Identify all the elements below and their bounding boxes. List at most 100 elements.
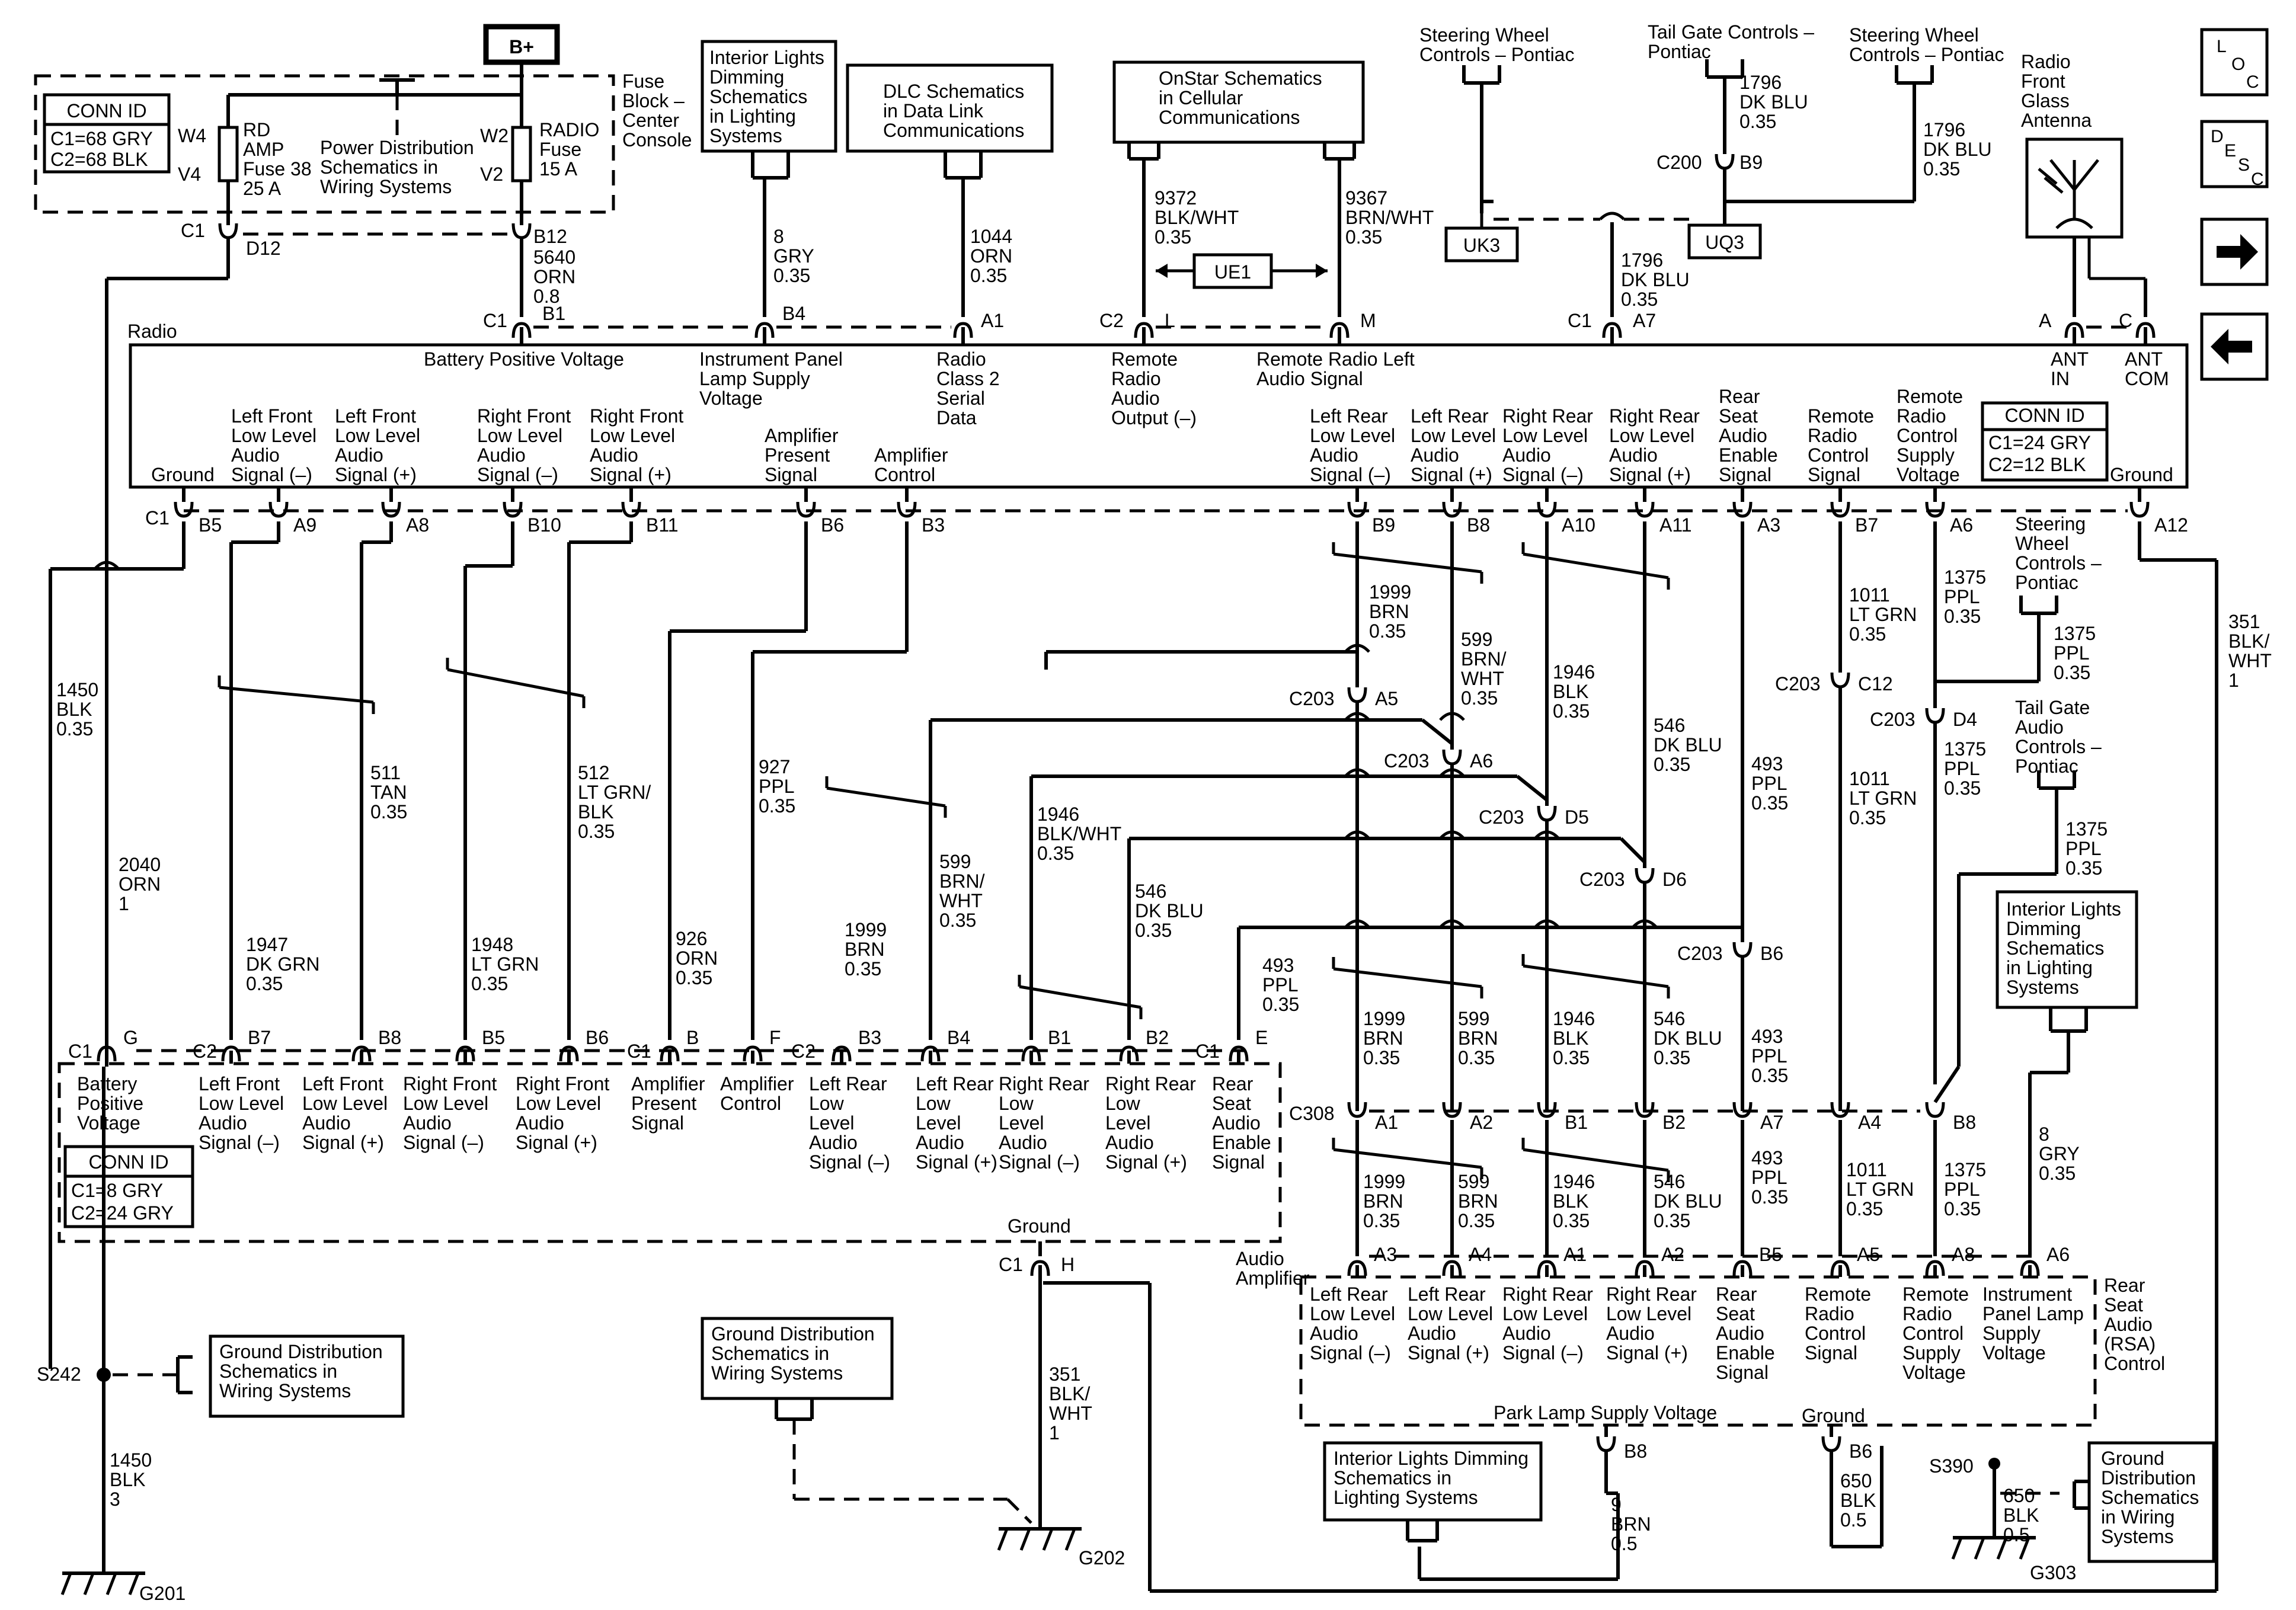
radio-pin	[504, 502, 521, 516]
battery-source-box	[483, 24, 560, 65]
svg-text:C2=24 GRY: C2=24 GRY	[71, 1202, 174, 1224]
svg-text:D6: D6	[1662, 869, 1687, 890]
c308-pin-label: A1	[1375, 1112, 1398, 1133]
svg-text:A: A	[2039, 310, 2052, 331]
svg-text:H: H	[1061, 1254, 1075, 1275]
next-arrow-button[interactable]	[2200, 217, 2269, 286]
radio-terminal-0: Ground	[151, 464, 215, 485]
radio-pin-label: B9	[1372, 514, 1395, 536]
radio-pin	[1444, 502, 1460, 516]
svg-text:M: M	[1360, 310, 1376, 331]
amp-pin-label: G	[123, 1027, 138, 1048]
svg-text:Battery Positive Voltage: Battery Positive Voltage	[424, 348, 624, 370]
svg-text:C1: C1	[1568, 310, 1592, 331]
svg-text:C1: C1	[999, 1254, 1023, 1275]
c308-pin-label: B8	[1953, 1112, 1976, 1133]
battery-positive-label: B+	[509, 36, 534, 57]
fuse-conn-id: CONN ID C1=68 GRY C2=68 BLK	[43, 93, 171, 174]
c308-pin-label: A4	[1858, 1112, 1881, 1133]
description-button[interactable]: D E S C	[2200, 120, 2269, 189]
svg-text:C2: C2	[791, 1041, 816, 1062]
svg-text:C203: C203	[1775, 673, 1821, 694]
radio-pin-label: B11	[646, 514, 679, 536]
svg-text:A6: A6	[1470, 750, 1493, 772]
svg-text:CONN ID: CONN ID	[88, 1151, 168, 1173]
svg-text:S242: S242	[37, 1363, 81, 1385]
amp-pin-label: F	[769, 1027, 781, 1048]
radio-pin-label: B6	[821, 514, 844, 536]
svg-text:C1: C1	[68, 1041, 92, 1062]
rsa-pin-label: A1	[1563, 1244, 1587, 1265]
radio-pin	[898, 502, 915, 516]
radio-pin-label: B10	[527, 514, 561, 536]
previous-arrow-button[interactable]	[2200, 312, 2269, 381]
svg-text:V4: V4	[178, 164, 201, 185]
svg-text:C308: C308	[1289, 1103, 1335, 1124]
amp-pin-label: B1	[1048, 1027, 1071, 1048]
amp-conn-id: CONN ID C1=8 GRY C2=24 GRY	[63, 1145, 194, 1228]
radio-pin-label: A10	[1562, 514, 1595, 536]
c308-pin-label: B2	[1662, 1112, 1686, 1133]
radio-pin	[2131, 502, 2148, 516]
svg-text:C1=68 GRY: C1=68 GRY	[50, 128, 153, 149]
front-glass-antenna	[2025, 137, 2147, 317]
svg-text:B4: B4	[782, 303, 805, 324]
ref-tgc1: Tail Gate Controls –Pontiac	[1648, 21, 1814, 62]
radio-terminal-14: Ground	[2110, 464, 2173, 485]
svg-text:V2: V2	[480, 164, 503, 185]
svg-text:D: D	[2211, 127, 2224, 146]
amp-pin-label: B	[686, 1027, 699, 1048]
location-button[interactable]: L O C	[2200, 28, 2269, 97]
svg-text:C2: C2	[193, 1041, 217, 1062]
svg-text:G303: G303	[2030, 1562, 2076, 1583]
rsa-pin-label: A4	[1469, 1244, 1492, 1265]
svg-text:C1: C1	[145, 507, 170, 529]
radio-pin-label: B5	[199, 514, 222, 536]
radio-fuse	[511, 126, 532, 183]
svg-text:G201: G201	[139, 1583, 186, 1604]
radio-pin	[383, 502, 399, 516]
svg-text:C2: C2	[1099, 310, 1124, 331]
radio-pin	[1832, 502, 1849, 516]
